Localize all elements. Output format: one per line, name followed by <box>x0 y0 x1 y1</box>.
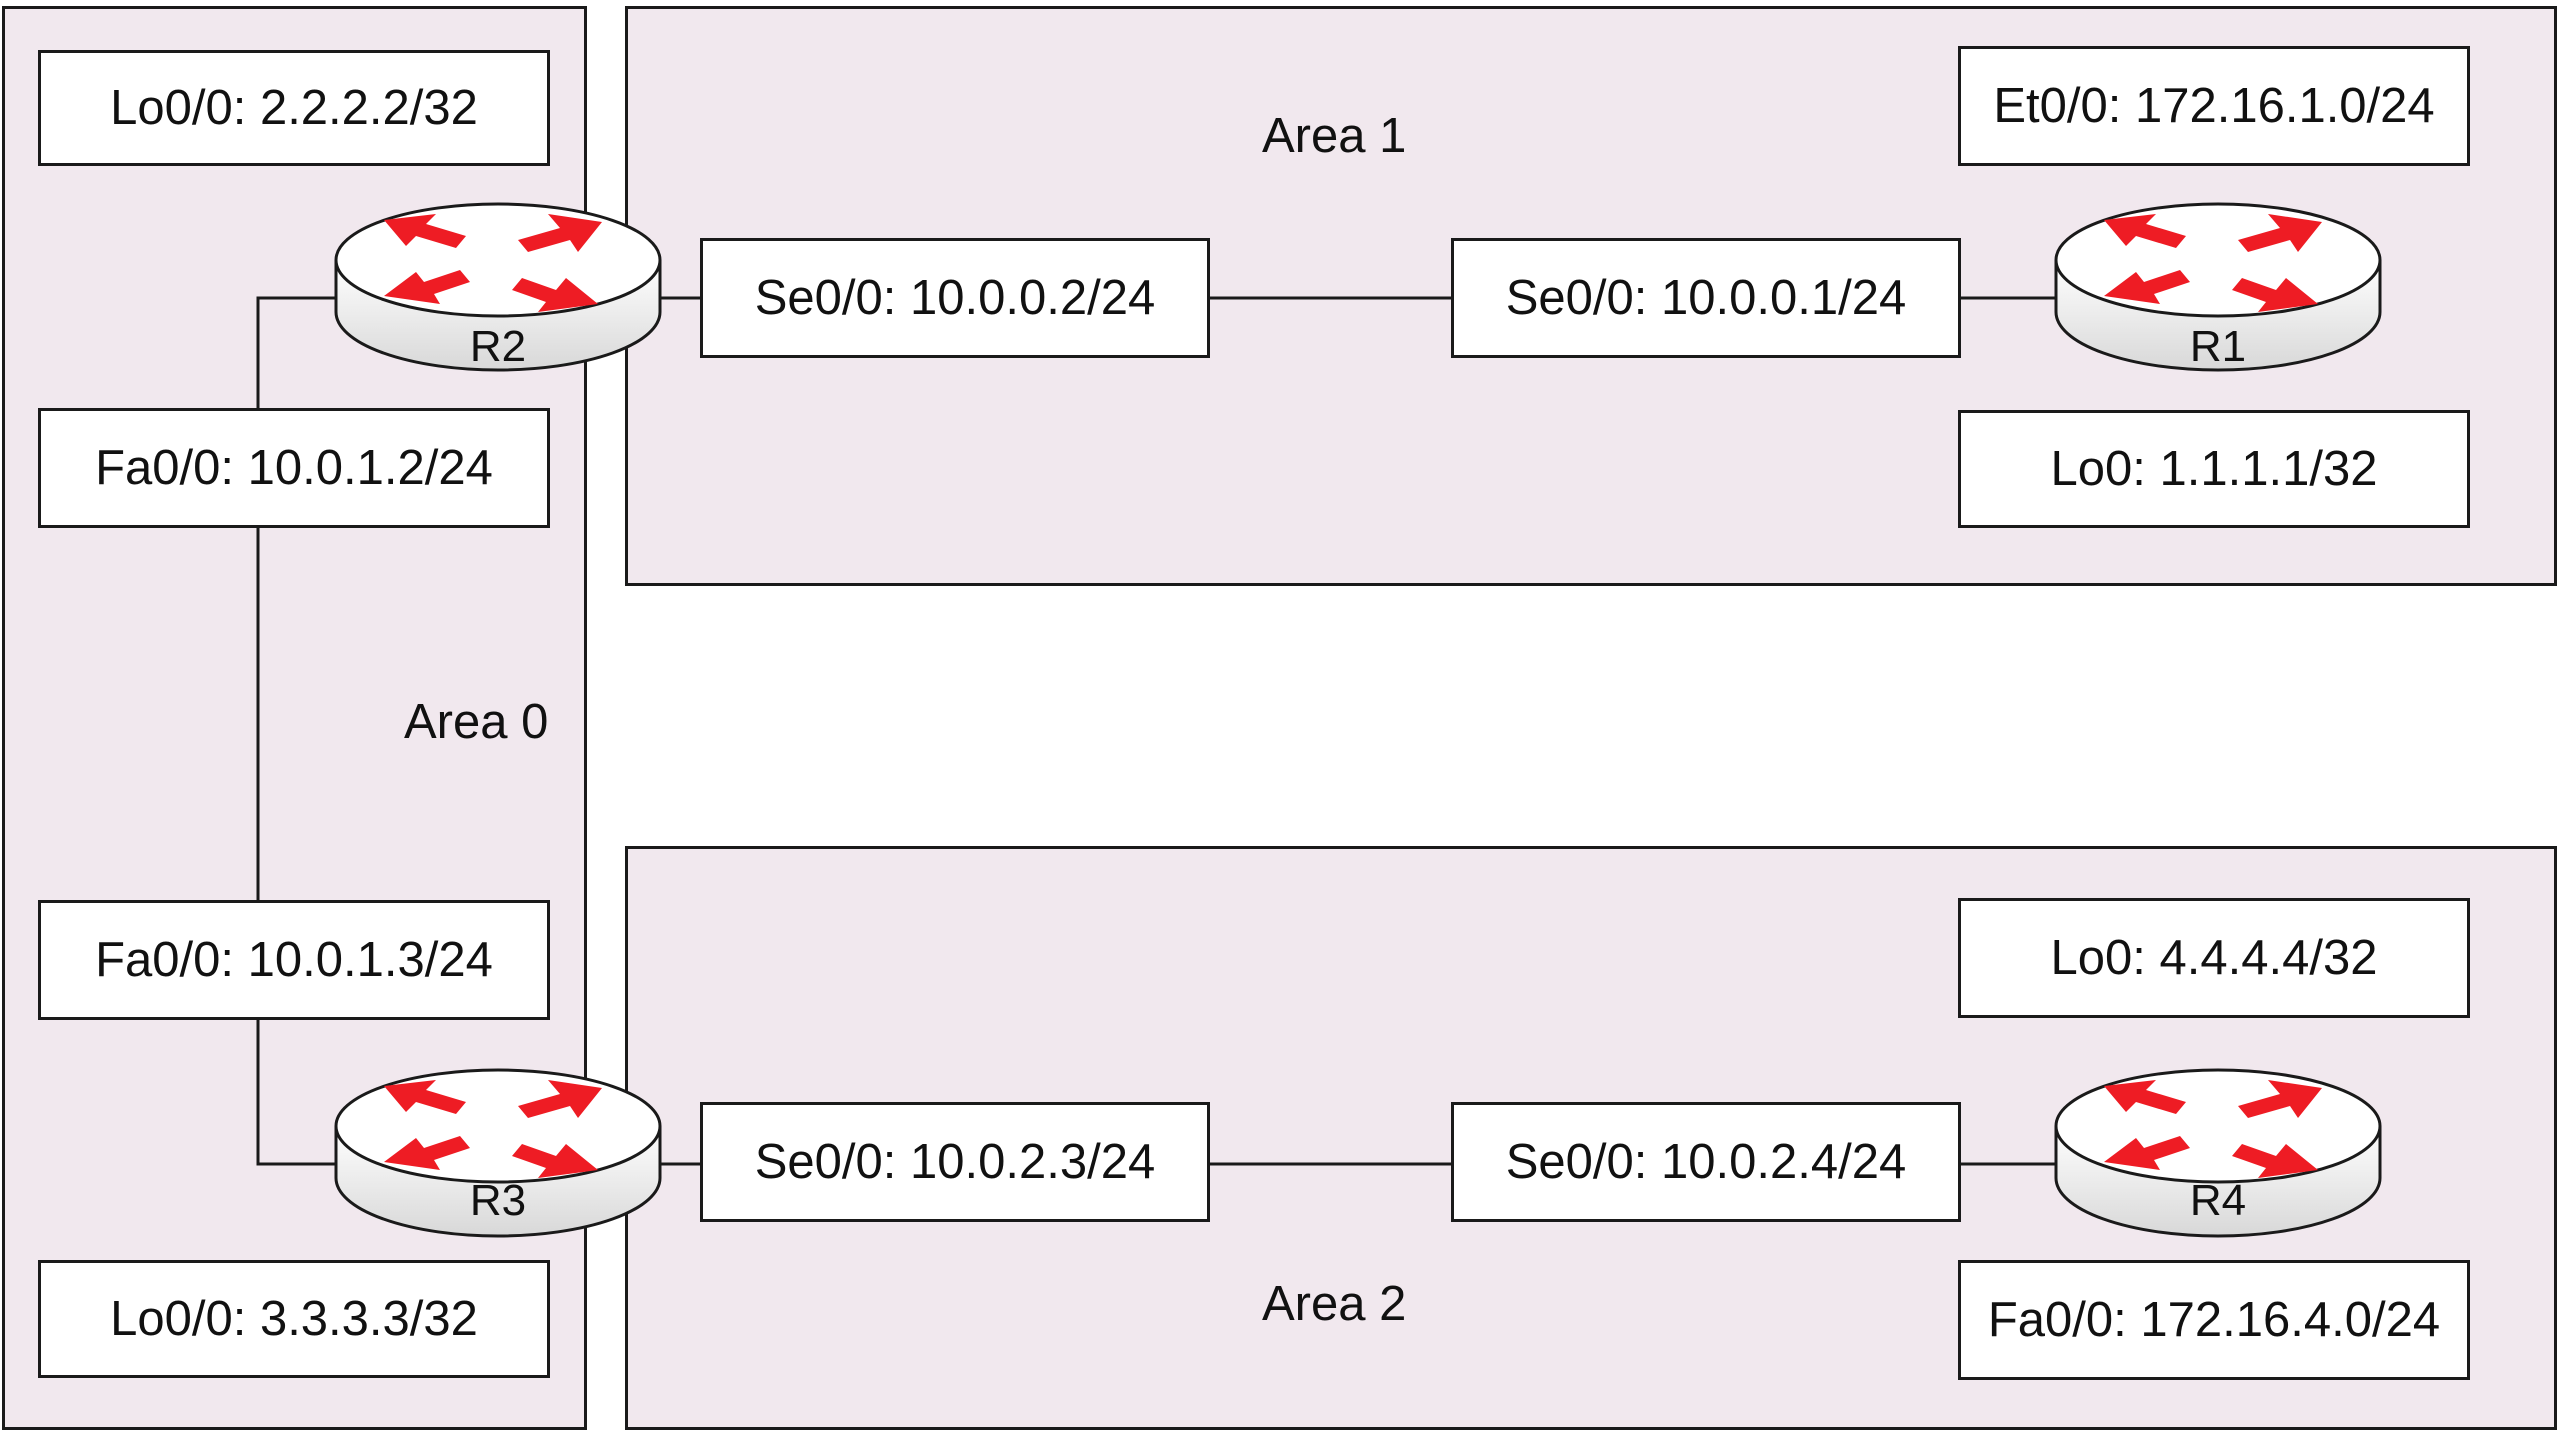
r1-ethernet-label: Et0/0: 172.16.1.0/24 <box>1958 46 2470 166</box>
area-2-title: Area 2 <box>1262 1277 1407 1331</box>
r2-loopback-label: Lo0/0: 2.2.2.2/32 <box>38 50 550 166</box>
r4-loopback-label: Lo0: 4.4.4.4/32 <box>1958 898 2470 1018</box>
r4-fastethernet-label: Fa0/0: 172.16.4.0/24 <box>1958 1260 2470 1380</box>
router-r1-name: R1 <box>2189 322 2247 371</box>
router-r2-name: R2 <box>469 322 527 371</box>
area-0-title: Area 0 <box>404 695 549 749</box>
r2-serial-label: Se0/0: 10.0.0.2/24 <box>700 238 1210 358</box>
r1-loopback-label: Lo0: 1.1.1.1/32 <box>1958 410 2470 528</box>
r3-loopback-label: Lo0/0: 3.3.3.3/32 <box>38 1260 550 1378</box>
r3-fastethernet-label: Fa0/0: 10.0.1.3/24 <box>38 900 550 1020</box>
r3-serial-label: Se0/0: 10.0.2.3/24 <box>700 1102 1210 1222</box>
r2-fastethernet-label: Fa0/0: 10.0.1.2/24 <box>38 408 550 528</box>
link-r2-r3 <box>256 296 340 408</box>
area-1-title: Area 1 <box>1262 109 1407 163</box>
r1-serial-label: Se0/0: 10.0.0.1/24 <box>1451 238 1961 358</box>
router-icon <box>334 1068 662 1238</box>
router-r3-name: R3 <box>469 1176 527 1225</box>
router-icon <box>2054 1068 2382 1238</box>
r4-serial-label: Se0/0: 10.0.2.4/24 <box>1451 1102 1961 1222</box>
router-icon <box>334 202 662 372</box>
router-icon <box>2054 202 2382 372</box>
router-r4-name: R4 <box>2189 1176 2247 1225</box>
